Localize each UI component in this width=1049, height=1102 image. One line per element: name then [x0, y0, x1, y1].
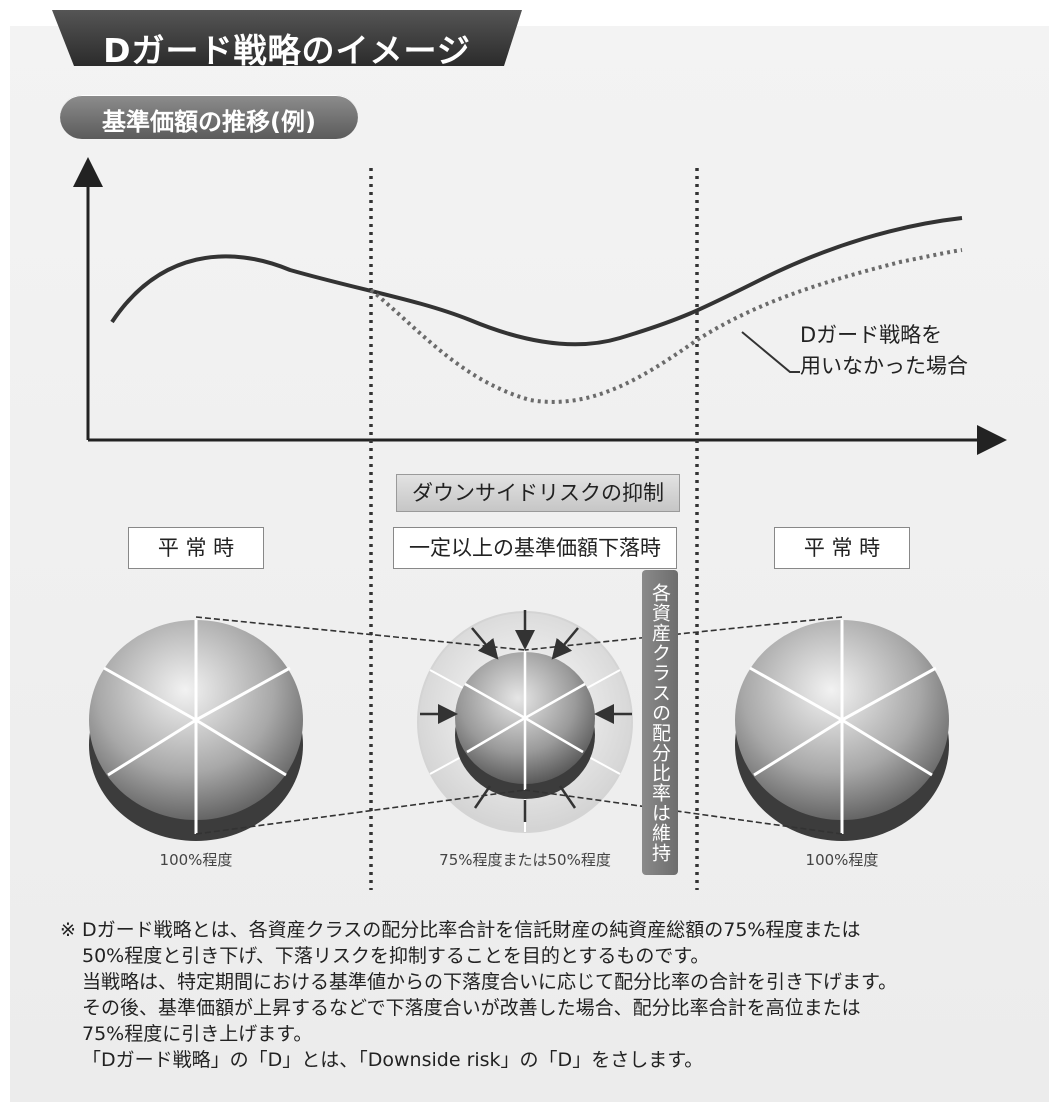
footnote: ※ Dガード戦略とは、各資産クラスの配分比率合計を信託財産の純資産総額の75%程…	[60, 917, 1020, 1073]
page-title: Dガード戦略のイメージ	[103, 31, 471, 70]
title-tab-shape	[52, 10, 522, 66]
pie-left	[89, 620, 303, 841]
section-label: 基準価額の推移(例)	[60, 95, 358, 139]
allocation-ratio-label: 各資産クラスの配分比率は維持	[642, 570, 678, 875]
line-without-dguard	[369, 248, 963, 404]
phase-label-decline: 一定以上の基準価額下落時	[393, 527, 677, 569]
pie-center	[417, 611, 633, 833]
pie-caption-center: 75%程度または50%程度	[439, 851, 611, 869]
note-line-2: 50%程度と引き下げ、下落リスクを抑制することを目的とするものです。	[82, 945, 710, 967]
note-line-4: その後、基準価額が上昇するなどで下落度合いが改善した場合、配分比率合計を高位また…	[82, 997, 861, 1019]
note-mark: ※	[60, 919, 76, 941]
title-tab: Dガード戦略のイメージ	[52, 8, 522, 70]
pie-right	[735, 620, 949, 841]
legend-leader	[741, 331, 800, 373]
section-label-text: 基準価額の推移(例)	[102, 108, 316, 136]
note-line-1: Dガード戦略とは、各資産クラスの配分比率合計を信託財産の純資産総額の75%程度ま…	[82, 919, 861, 941]
pie-caption-right: 100%程度	[805, 851, 879, 869]
projection-lines	[195, 616, 843, 835]
note-line-5: 75%程度に引き上げます。	[82, 1023, 313, 1045]
downside-risk-label: ダウンサイドリスクの抑制	[396, 474, 680, 512]
line-with-dguard	[110, 216, 963, 347]
phase-label-normal-left: 平 常 時	[128, 527, 264, 569]
shrink-arrows	[420, 610, 632, 822]
note-line-3: 当戦略は、特定期間における基準値からの下落度合いに応じて配分比率の合計を引き下げ…	[82, 971, 898, 993]
phase-label-normal-right: 平 常 時	[774, 527, 910, 569]
note-line-6: 「Dガード戦略」の「D」とは、「Downside risk」の「D」をさします。	[82, 1049, 704, 1071]
legend-label-line-2: 用いなかった場合	[800, 354, 968, 378]
legend-label-line-1: Dガード戦略を	[800, 323, 943, 347]
legend-label-no-dguard: Dガード戦略を 用いなかった場合	[800, 320, 968, 382]
pie-caption-left: 100%程度	[159, 851, 233, 869]
